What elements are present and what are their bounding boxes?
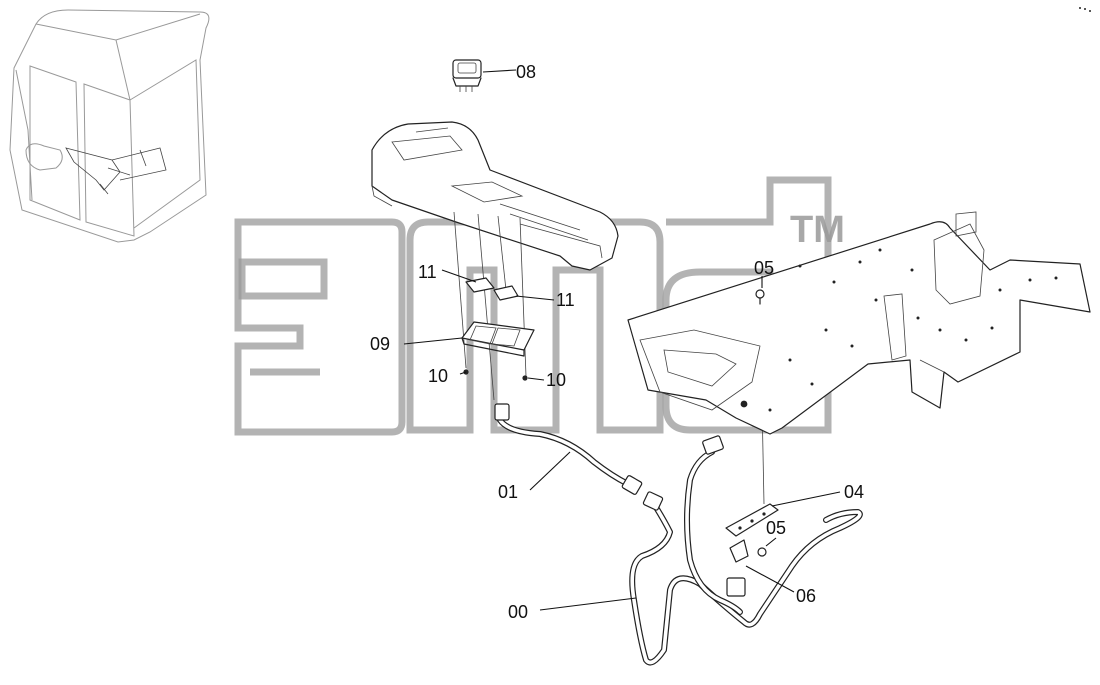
callout-05-upper: 05 <box>754 258 774 278</box>
clamp-06 <box>729 539 749 563</box>
callout-08: 08 <box>516 62 536 82</box>
callout-04: 04 <box>844 482 864 502</box>
callout-labels: 08 11 11 09 10 10 05 01 04 05 06 00 <box>370 62 864 622</box>
bolt-lower <box>757 547 767 557</box>
switch-panel <box>461 321 535 357</box>
leader-lines <box>403 69 841 611</box>
bracket-04 <box>725 503 779 537</box>
callout-10-left: 10 <box>428 366 448 386</box>
watermark-trademark: TM <box>790 209 845 251</box>
callout-06: 06 <box>796 586 816 606</box>
callout-11-lower: 11 <box>556 290 575 310</box>
screw-right <box>522 375 528 381</box>
bolt-upper <box>755 289 765 305</box>
harness-01 <box>494 403 643 495</box>
cab-overview-illustration <box>9 9 210 243</box>
callout-00: 00 <box>508 602 528 622</box>
corner-mark <box>1079 7 1091 12</box>
callout-09: 09 <box>370 334 390 354</box>
callout-10-right: 10 <box>546 370 566 390</box>
mounting-plate <box>627 211 1091 435</box>
console-housing <box>371 121 619 271</box>
callout-01: 01 <box>498 482 518 502</box>
callout-05-lower: 05 <box>766 518 786 538</box>
harness-00 <box>629 435 863 666</box>
callout-11-upper: 11 <box>418 262 437 282</box>
rocker-switch <box>452 59 482 92</box>
